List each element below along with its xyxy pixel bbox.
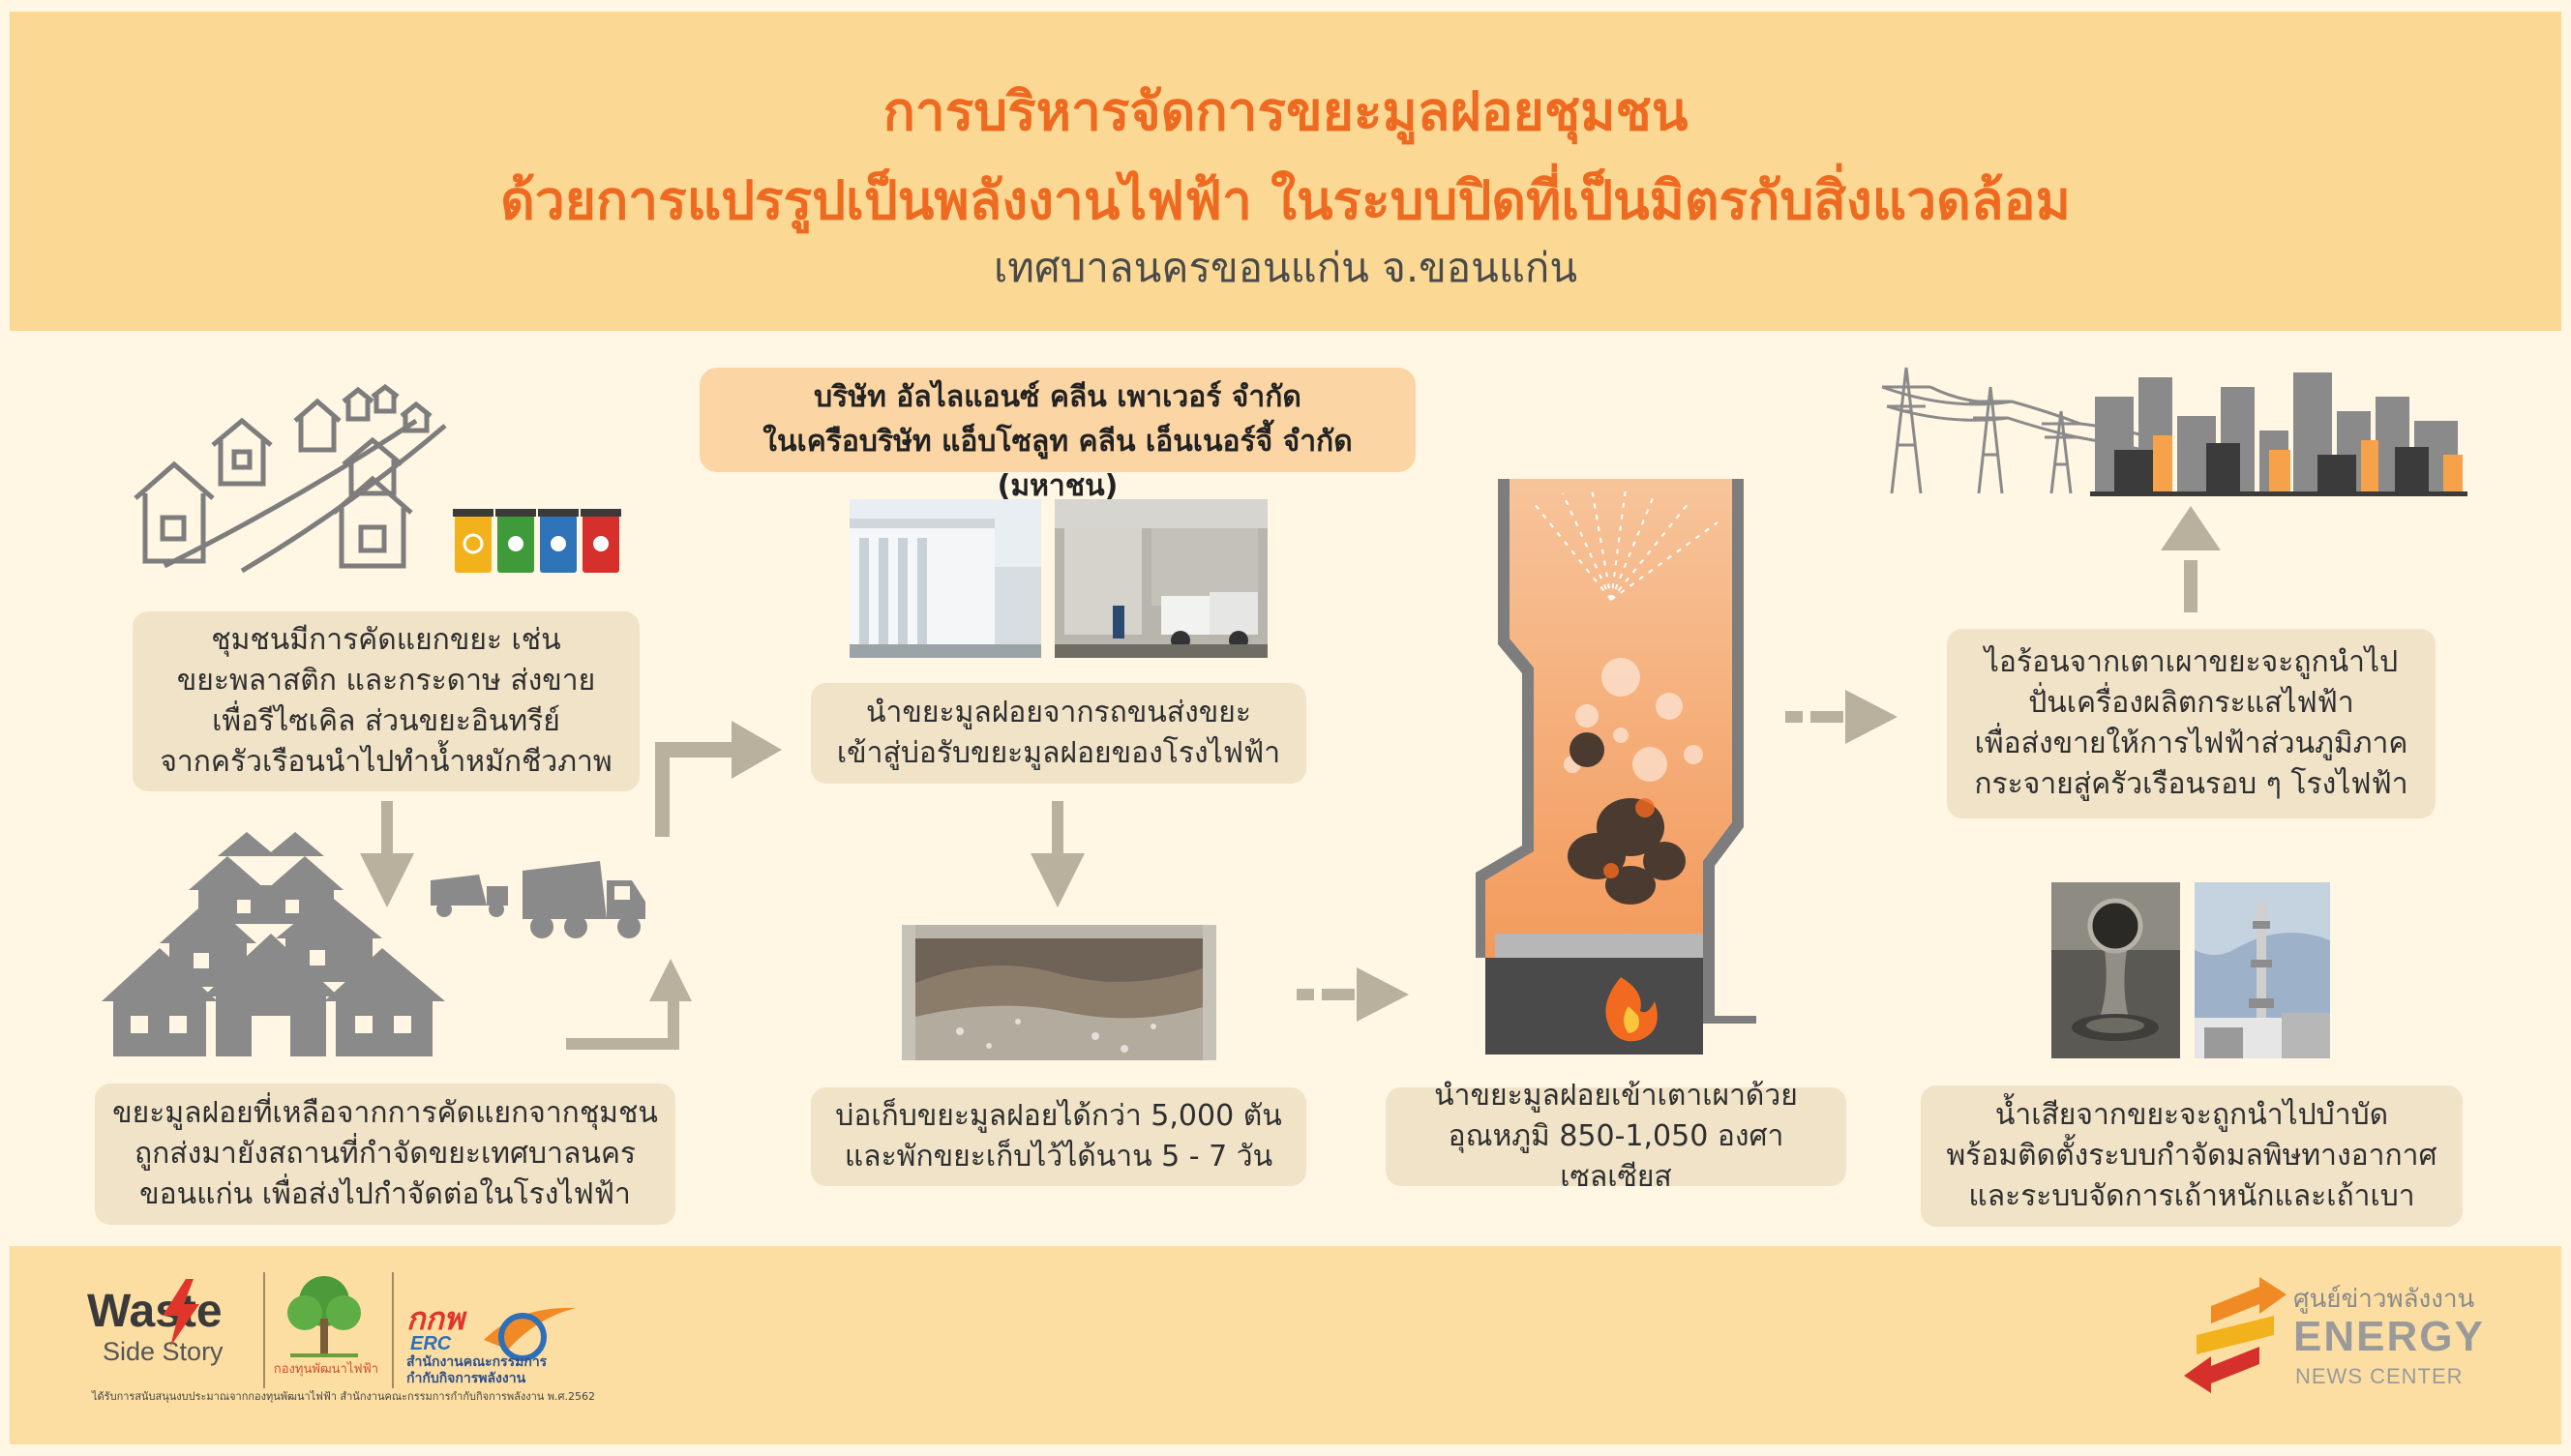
title-line-1: การบริหารจัดการขยะมูลฝอยชุมชน	[882, 80, 1689, 142]
enc-energy-word: ENERGY	[2293, 1313, 2485, 1360]
electricity-text-line: ไอร้อนจากเตาเผาขยะจะถูกนำไป	[1984, 645, 2399, 679]
community-houses-icon	[134, 383, 447, 574]
erc-en-abbr: ERC	[410, 1333, 452, 1354]
electricity-info-box: ไอร้อนจากเตาเผาขยะจะถูกนำไป ปั่นเครื่องผ…	[1947, 629, 2436, 818]
wastewater-text-line: และระบบจัดการเถ้าหนักและเถ้าเบา	[1968, 1179, 2415, 1213]
truck-unloading-photo	[1055, 499, 1268, 658]
power-plant-photo	[850, 499, 1041, 658]
electricity-text-line: ปั่นเครื่องผลิตกระแสไฟฟ้า	[2028, 686, 2354, 720]
city-houses-icon	[102, 832, 445, 1056]
garbage-trucks-icon	[431, 861, 645, 938]
wastewater-info-box: น้ำเสียจากขยะจะถูกนำไปบำบัด พร้อมติดตั้ง…	[1921, 1085, 2463, 1227]
footer-banner	[10, 1246, 2561, 1444]
wastewater-pipe-photo	[2051, 882, 2180, 1058]
chimney-photo	[2195, 882, 2330, 1058]
energy-news-center-icon	[2184, 1277, 2287, 1393]
storage-text-line: และพักขยะเก็บไว้ได้นาน 5 - 7 วัน	[844, 1140, 1273, 1174]
waste-logo-word: Waste	[87, 1286, 223, 1337]
remaining-waste-box: ขยะมูลฝอยที่เหลือจากการคัดแยกจากชุมชน ถู…	[95, 1084, 675, 1225]
incinerate-text-line: นำขยะมูลฝอยเข้าเตาเผาด้วย	[1434, 1079, 1798, 1113]
power-grid-city-icon	[1881, 367, 2467, 496]
erc-thai-abbr: กกพ	[406, 1301, 464, 1336]
recycling-bins-icon	[453, 509, 621, 573]
enc-thai-name: ศูนย์ข่าวพลังงาน	[2293, 1285, 2475, 1314]
support-note: ได้รับการสนับสนุนงบประมาณจากกองทุนพัฒนาไ…	[92, 1390, 595, 1403]
lightning-bolt-icon	[163, 1279, 199, 1347]
transport-text-line: เข้าสู่บ่อรับขยะมูลฝอยของโรงไฟฟ้า	[836, 736, 1281, 770]
title-line-2: ด้วยการแปรรูปเป็นพลังงานไฟฟ้า ในระบบปิดท…	[500, 169, 2071, 231]
storage-text-line: บ่อเก็บขยะมูลฝอยได้กว่า 5,000 ตัน	[835, 1099, 1282, 1133]
arrow-right-icon	[1297, 967, 1409, 1022]
electricity-text-line: กระจายสู่ครัวเรือนรอบ ๆ โรงไฟฟ้า	[1974, 767, 2408, 801]
waste-pit-photo	[902, 925, 1216, 1060]
wastewater-text-line: พร้อมติดตั้งระบบกำจัดมลพิษทางอากาศ	[1946, 1139, 2437, 1173]
incinerator-furnace-icon	[1476, 479, 1756, 1055]
side-story-word: Side Story	[103, 1337, 224, 1366]
sorting-text-line: เพื่อรีไซเคิล ส่วนขยะอินทรีย์	[212, 704, 560, 738]
company-name: บริษัท อัลไลแอนซ์ คลีน เพาเวอร์ จำกัด	[814, 380, 1301, 414]
footer-divider	[392, 1272, 394, 1388]
tree-logo-icon	[287, 1276, 361, 1357]
transport-info-box: นำขยะมูลฝอยจากรถขนส่งขยะ เข้าสู่บ่อรับขย…	[811, 683, 1306, 784]
waste-side-story-logo: Waste Side Story	[87, 1287, 261, 1374]
sorting-text-line: จากครัวเรือนนำไปทำน้ำหมักชีวภาพ	[160, 745, 613, 779]
electricity-text-line: เพื่อส่งขายให้การไฟฟ้าส่วนภูมิภาค	[1974, 727, 2408, 760]
company-label: บริษัท อัลไลแอนซ์ คลีน เพาเวอร์ จำกัด ใน…	[700, 368, 1416, 503]
sorting-text-line: ขยะพลาสติก และกระดาษ ส่งขาย	[176, 664, 596, 698]
header-banner: การบริหารจัดการขยะมูลฝอยชุมชน ด้วยการแปร…	[10, 12, 2561, 331]
erc-name-line: กำกับกิจการพลังงาน	[406, 1371, 526, 1386]
erc-office-name: สำนักงานคณะกรรมการ กำกับกิจการพลังงาน	[406, 1354, 619, 1387]
storage-info-box: บ่อเก็บขยะมูลฝอยได้กว่า 5,000 ตัน และพัก…	[811, 1087, 1306, 1186]
subtitle: เทศบาลนครขอนแก่น จ.ขอนแก่น	[993, 244, 1578, 291]
transport-text-line: นำขยะมูลฝอยจากรถขนส่งขยะ	[866, 696, 1251, 729]
sorting-text-line: ชุมชนมีการคัดแยกขยะ เช่น	[211, 623, 561, 657]
erc-name-line: สำนักงานคณะกรรมการ	[406, 1354, 548, 1370]
arrow-up-icon	[2161, 506, 2221, 612]
arrow-turn-right-icon	[655, 721, 782, 837]
fund-label: กองทุนพัฒนาไฟฟ้า	[273, 1362, 379, 1377]
arrow-down-icon	[360, 801, 414, 907]
remaining-text-line: ถูกส่งมายังสถานที่กำจัดขยะเทศบาลนคร	[134, 1137, 637, 1171]
incinerate-text-line: อุณหภูมิ 850-1,050 องศาเซลเซียส	[1448, 1119, 1784, 1194]
footer-divider	[263, 1272, 265, 1388]
arrow-down-icon	[1031, 801, 1085, 907]
remaining-text-line: ขอนแก่น เพื่อส่งไปกำจัดต่อในโรงไฟฟ้า	[139, 1177, 631, 1211]
arrow-right-icon	[1785, 690, 1898, 744]
company-parent: ในเครือบริษัท แอ็บโซลูท คลีน เอ็นเนอร์จี…	[762, 425, 1353, 503]
sorting-info-box: ชุมชนมีการคัดแยกขยะ เช่น ขยะพลาสติก และก…	[133, 611, 640, 791]
erc-swoosh-icon	[484, 1307, 576, 1361]
wastewater-text-line: น้ำเสียจากขยะจะถูกนำไปบำบัด	[1994, 1098, 2389, 1132]
arrow-up-icon	[566, 959, 692, 1050]
incineration-info-box: นำขยะมูลฝอยเข้าเตาเผาด้วย อุณหภูมิ 850-1…	[1386, 1079, 1846, 1194]
remaining-text-line: ขยะมูลฝอยที่เหลือจากการคัดแยกจากชุมชน	[112, 1096, 658, 1130]
enc-news-center-word: NEWS CENTER	[2295, 1364, 2464, 1388]
